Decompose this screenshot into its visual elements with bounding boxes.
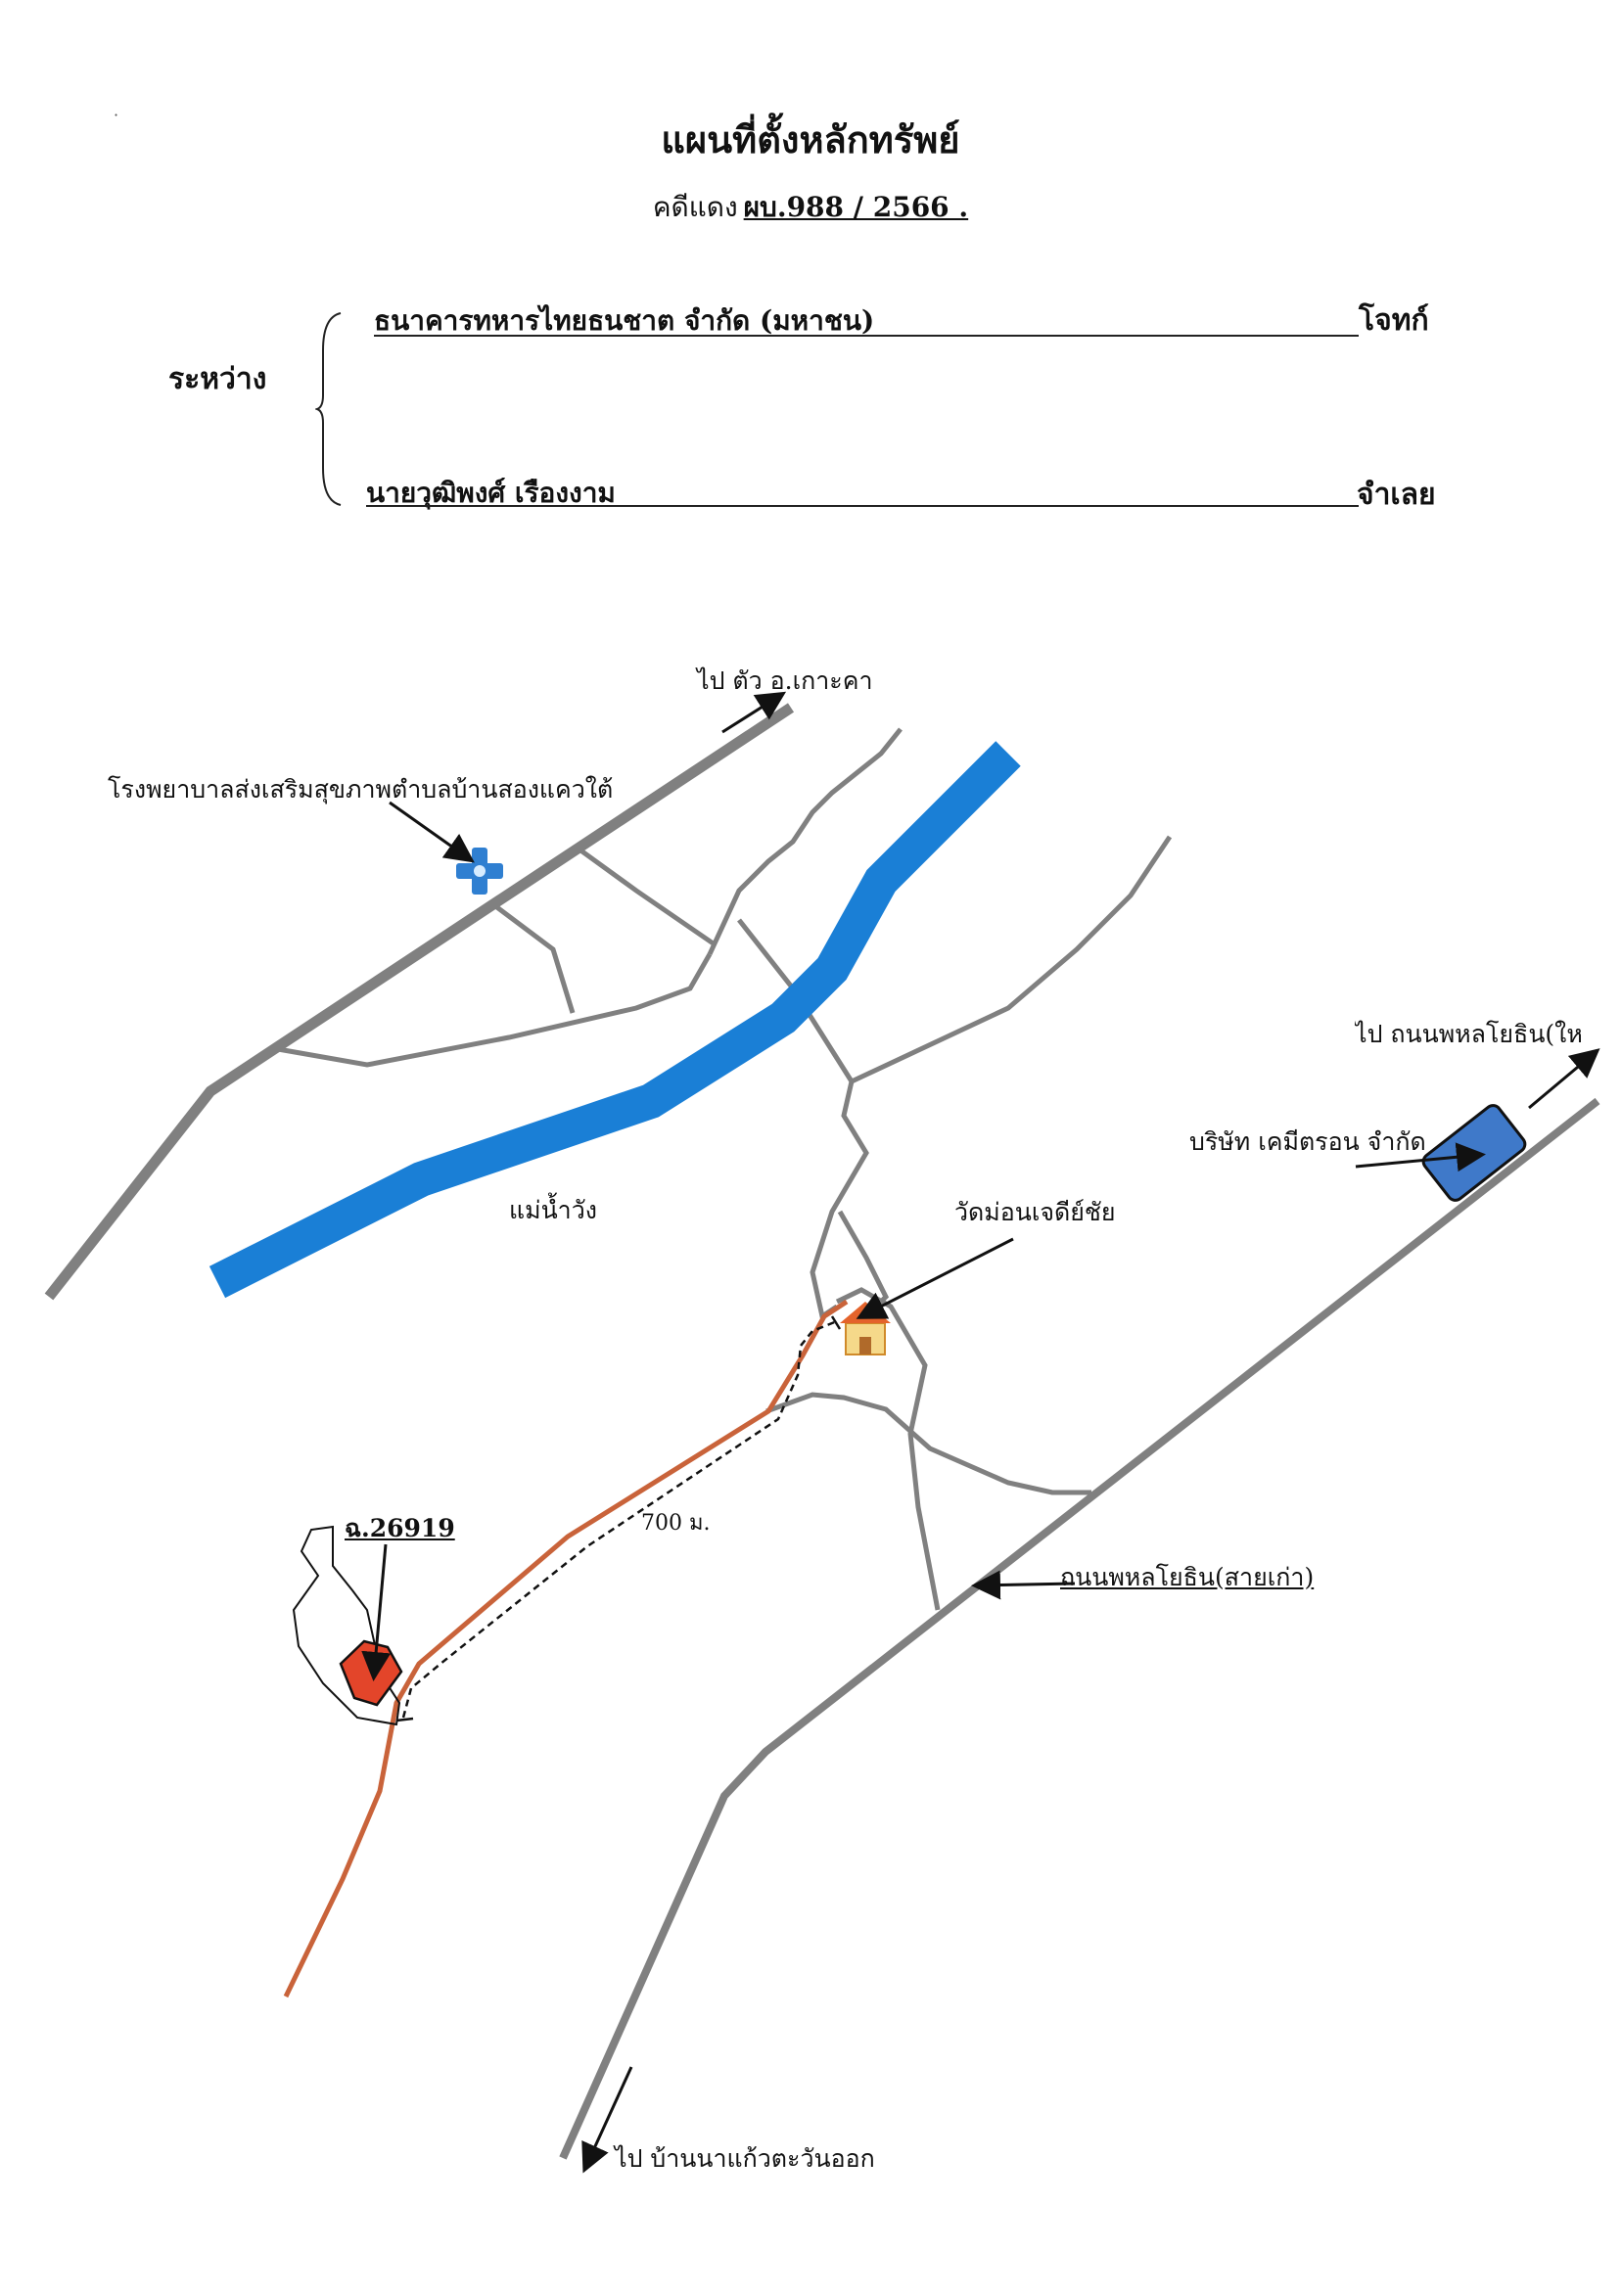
brace-icon [315, 312, 342, 506]
label-to-phahonyothin-new: ไป ถนนพหลโยธิน(ให [1355, 1020, 1583, 1048]
highway-koh-kha [44, 703, 795, 1301]
arrow-to-road-old [971, 1570, 1076, 1600]
label-distance: 700 ม. [641, 1511, 711, 1536]
arrow-to-koh-kha [721, 691, 787, 734]
case-number: ผบ.988 / 2566 . [743, 191, 969, 223]
label-to-koh-kha: ไป ตัว อ.เกาะคา [697, 666, 873, 695]
arrow-to-hospital [389, 801, 475, 863]
between-label: ระหว่าง [168, 362, 267, 396]
label-deed: ฉ.26919 [345, 1514, 455, 1542]
label-temple: วัดม่อนเจดีย์ชัย [954, 1198, 1116, 1226]
case-prefix: คดีแดง [652, 191, 738, 223]
river-wang [208, 741, 1021, 1299]
arrow-to-temple [856, 1237, 1014, 1319]
plaintiff-name: ธนาคารทหารไทยธนชาต จำกัด (มหาชน) [374, 304, 875, 337]
road-phahonyothin-old [559, 1097, 1600, 2160]
distance-tick [830, 1315, 842, 1330]
arrow-to-ban-na-kaeo [581, 2066, 633, 2174]
label-to-ban-na-kaeo: ไป บ้านนาแก้วตะวันออก [615, 2144, 875, 2173]
distance-dashed-line [401, 1319, 838, 1719]
distance-tick [395, 1717, 414, 1722]
company-icon [1421, 1104, 1527, 1202]
temple-icon [840, 1302, 891, 1355]
label-company: บริษัท เคมีตรอน จำกัด [1189, 1127, 1426, 1156]
label-river: แม่น้ำวัง [509, 1196, 597, 1224]
arrow-to-phahonyothin-new [1528, 1048, 1600, 1110]
label-hospital: โรงพยาบาลส่งเสริมสุขภาพตำบลบ้านสองแควใต้ [108, 775, 614, 804]
defendant-name: นายวุฒิพงศ์ เรืองงาม [366, 477, 616, 509]
page-title: แผนที่ตั้งหลักทรัพย์ [661, 117, 960, 161]
access-route [283, 1299, 849, 1998]
case-number-line: คดีแดงผบ.988 / 2566 . [0, 186, 1621, 229]
scan-speck: · [114, 106, 119, 124]
plaintiff-underline [374, 335, 1359, 337]
hospital-icon [456, 848, 503, 895]
arrow-to-deed [361, 1543, 392, 1681]
label-road-old: ถนนพหลโยธิน(สายเก่า) [1060, 1563, 1315, 1591]
defendant-underline [366, 505, 1359, 507]
arrow-to-company [1355, 1142, 1486, 1172]
defendant-role: จำเลย [1357, 478, 1436, 512]
plaintiff-role: โจทก์ [1359, 303, 1429, 338]
parcel-icon [339, 1639, 403, 1707]
